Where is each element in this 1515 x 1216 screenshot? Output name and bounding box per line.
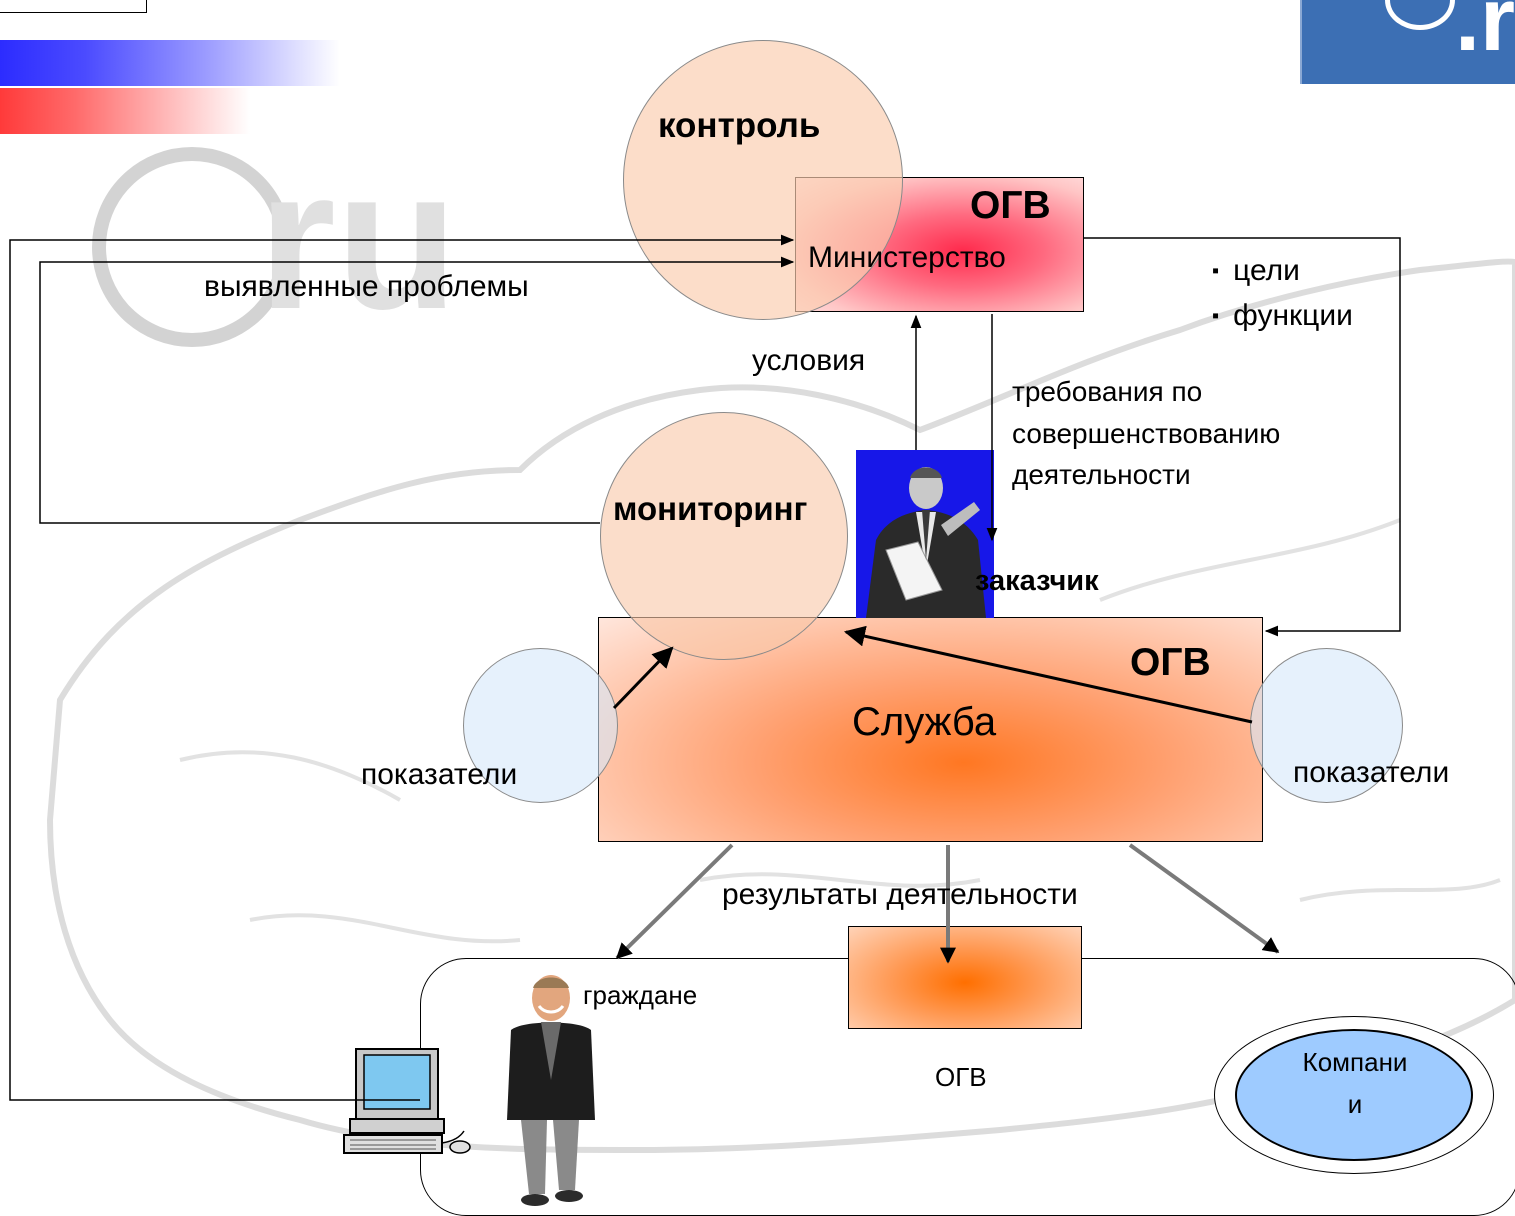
control-circle bbox=[623, 40, 903, 320]
blue-gradient-band bbox=[0, 40, 340, 86]
goals-text: цели bbox=[1233, 254, 1300, 287]
result-arrow-companies bbox=[1128, 843, 1280, 954]
customer-photo bbox=[856, 450, 994, 618]
goals-arrow bbox=[1084, 237, 1401, 637]
companies-ellipse bbox=[1235, 1029, 1473, 1161]
indicator-right-arrow bbox=[843, 625, 1253, 724]
service-tag: ОГВ bbox=[1130, 641, 1211, 684]
citizen-photo bbox=[503, 970, 597, 1210]
indicator-left-arrow bbox=[612, 646, 674, 710]
companies-label-line1: Компани bbox=[1302, 1047, 1408, 1077]
indicators-right-label: показатели bbox=[1293, 756, 1450, 789]
ministry-name: Министерство bbox=[808, 241, 1006, 274]
result-arrow-citizens bbox=[615, 843, 734, 960]
control-label: контроль bbox=[658, 106, 821, 145]
companies-label-line2: и bbox=[1347, 1089, 1363, 1119]
ogv-small-box bbox=[848, 926, 1082, 1029]
problems-arrow bbox=[39, 256, 795, 524]
requirements-line1: требования по bbox=[1012, 376, 1203, 407]
found-problems-label: выявленные проблемы bbox=[204, 270, 529, 303]
citizen-feedback-line bbox=[9, 234, 795, 1101]
goals-bullet: ▪цели bbox=[1212, 254, 1300, 287]
ministry-tag: ОГВ bbox=[970, 184, 1051, 227]
ogv-small-label: ОГВ bbox=[935, 1062, 987, 1092]
customer-label: заказчик bbox=[975, 565, 1099, 597]
conditions-label: условия bbox=[752, 344, 866, 377]
header-frame bbox=[0, 0, 147, 13]
service-name: Служба bbox=[852, 700, 997, 744]
indicators-left-circle bbox=[463, 648, 618, 803]
indicators-left-label: показатели bbox=[361, 758, 518, 791]
results-label: результаты деятельности bbox=[722, 878, 1078, 911]
functions-text: функции bbox=[1233, 299, 1353, 332]
requirements-line3: деятельности bbox=[1012, 459, 1191, 490]
functions-bullet: ▪функции bbox=[1212, 299, 1353, 332]
red-gradient-band bbox=[0, 88, 250, 134]
monitoring-circle bbox=[600, 412, 848, 660]
requirements-line2: совершенствованию bbox=[1012, 418, 1281, 449]
logo-text: .ru bbox=[1455, 0, 1515, 70]
indicators-right-circle bbox=[1250, 648, 1403, 803]
monitoring-label: мониторинг bbox=[613, 490, 808, 527]
citizens-label: граждане bbox=[583, 980, 698, 1010]
